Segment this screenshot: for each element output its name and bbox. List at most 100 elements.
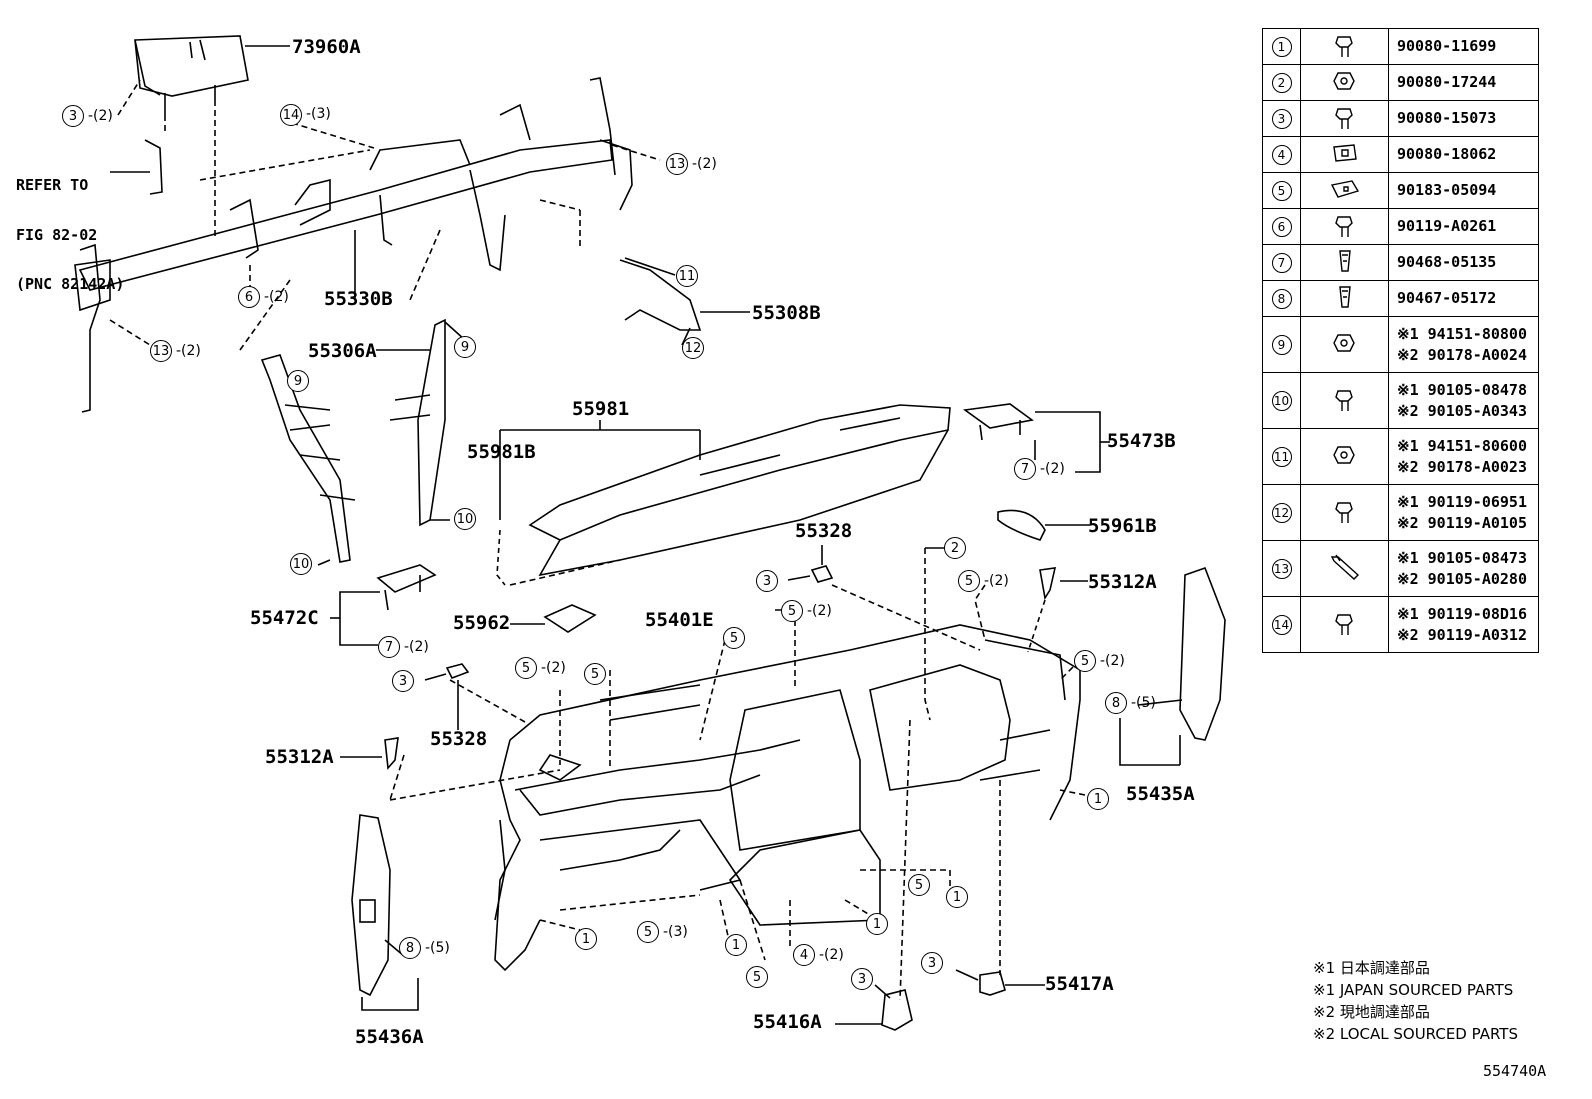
part-label-55473B: 55473B	[1107, 430, 1176, 452]
part-label-55962: 55962	[453, 612, 511, 634]
table-cell-index: 14	[1262, 596, 1301, 653]
bolt-icon	[1334, 501, 1353, 523]
bolt-icon	[1300, 100, 1389, 137]
callout-1: 1	[866, 913, 888, 935]
table-cell-part-number: 90080-17244	[1388, 64, 1539, 101]
index-circle: 2	[1271, 73, 1292, 93]
index-circle: 12	[1271, 503, 1292, 523]
qty-label: -(2)	[88, 108, 113, 124]
table-row: 3 90080-15073	[1262, 100, 1539, 137]
table-cell-index: 7	[1262, 244, 1301, 281]
part-label-55306A: 55306A	[308, 340, 377, 362]
callout-1: 1	[1087, 788, 1109, 810]
table-cell-part-number: 90080-11699	[1388, 28, 1539, 65]
part-label-55961B: 55961B	[1088, 515, 1157, 537]
callout-3: 3	[921, 952, 943, 974]
nut-icon	[1332, 71, 1355, 90]
bolt-icon	[1334, 215, 1353, 237]
part-number: 90080-17244	[1397, 73, 1497, 92]
table-cell-index: 13	[1262, 540, 1301, 597]
bolt-icon	[1334, 613, 1353, 635]
table-cell-part-number: 90183-05094	[1388, 172, 1539, 209]
bolt-icon	[1300, 596, 1389, 653]
bolt-icon	[1334, 389, 1353, 411]
part-number: ※1 94151-80600	[1397, 437, 1527, 456]
callout-10: 10	[454, 508, 476, 530]
index-circle: 3	[1271, 109, 1292, 129]
table-cell-part-number: ※1 94151-80800※2 90178-A0024	[1388, 316, 1539, 373]
refer-note: REFER TO FIG 82-02 (PNC 82142A)	[16, 144, 124, 309]
part-label-73960A: 73960A	[292, 36, 361, 58]
part-number: 90119-A0261	[1397, 217, 1497, 236]
callout-10: 10	[290, 553, 312, 575]
long-bolt-icon	[1300, 540, 1389, 597]
callout-12: 12	[682, 337, 704, 359]
part-number: ※1 90119-06951	[1397, 493, 1527, 512]
table-cell-index: 5	[1262, 172, 1301, 209]
figure-id: 554740A	[1483, 1062, 1547, 1080]
callout-3: 3	[62, 105, 84, 127]
callout-5: 5	[637, 921, 659, 943]
callout-9: 9	[454, 336, 476, 358]
qty-label: -(2)	[541, 660, 566, 676]
clip-icon	[1338, 285, 1351, 308]
part-number: ※2 90119-A0312	[1397, 625, 1527, 644]
sourcing-notes: ※1 日本調達部品 ※1 JAPAN SOURCED PARTS ※2 現地調達…	[1313, 957, 1518, 1045]
nut-icon	[1300, 64, 1389, 101]
instrument-panel-drawing	[494, 624, 1081, 972]
index-circle: 6	[1271, 217, 1292, 237]
part-number: 90080-18062	[1397, 145, 1497, 164]
part-label-55312A-left: 55312A	[265, 746, 334, 768]
callout-7: 7	[378, 636, 400, 658]
qty-label: -(2)	[819, 947, 844, 963]
index-circle: 9	[1271, 335, 1292, 355]
bolt-icon	[1334, 107, 1353, 129]
index-circle: 13	[1271, 559, 1292, 579]
part-number: 90080-15073	[1397, 109, 1497, 128]
callout-5: 5	[723, 627, 745, 649]
part-number: ※2 90119-A0105	[1397, 513, 1527, 532]
callout-7: 7	[1014, 458, 1036, 480]
table-cell-index: 3	[1262, 100, 1301, 137]
callout-3: 3	[392, 670, 414, 692]
index-circle: 5	[1271, 181, 1292, 201]
part-number: 90468-05135	[1397, 253, 1497, 272]
callout-13: 13	[150, 340, 172, 362]
callout-8: 8	[1105, 692, 1127, 714]
part-label-55328-top: 55328	[795, 520, 853, 542]
callout-5: 5	[746, 966, 768, 988]
bolt-icon	[1300, 208, 1389, 245]
qty-label: -(2)	[807, 603, 832, 619]
table-row: 9 ※1 94151-80800※2 90178-A0024	[1262, 316, 1539, 373]
upper-pad-drawing	[528, 404, 951, 577]
refer-line-2: FIG 82-02	[16, 225, 98, 244]
table-cell-index: 2	[1262, 64, 1301, 101]
table-cell-part-number: ※1 90119-08D16※2 90119-A0312	[1388, 596, 1539, 653]
callout-5: 5	[1074, 650, 1096, 672]
note-1: ※1 日本調達部品	[1313, 959, 1430, 977]
part-number: ※1 90105-08473	[1397, 549, 1527, 568]
airbag-module-drawing	[134, 35, 249, 115]
qty-label: -(2)	[264, 289, 289, 305]
nut-icon	[1300, 428, 1389, 485]
part-number: ※1 90105-08478	[1397, 381, 1527, 400]
note-2: ※1 JAPAN SOURCED PARTS	[1313, 981, 1514, 999]
long-bolt-icon	[1330, 554, 1359, 580]
callout-5: 5	[584, 663, 606, 685]
table-row: 5 90183-05094	[1262, 172, 1539, 209]
callout-3: 3	[851, 968, 873, 990]
qty-label: -(2)	[404, 639, 429, 655]
part-label-55308B: 55308B	[752, 302, 821, 324]
part-label-55417A: 55417A	[1045, 973, 1114, 995]
part-label-55981B: 55981B	[467, 441, 536, 463]
table-cell-part-number: ※1 90105-08473※2 90105-A0280	[1388, 540, 1539, 597]
part-label-55981: 55981	[572, 398, 630, 420]
table-cell-index: 8	[1262, 280, 1301, 317]
callout-1: 1	[946, 886, 968, 908]
part-label-55436A: 55436A	[355, 1026, 424, 1048]
callout-8: 8	[399, 937, 421, 959]
part-number: ※2 90178-A0024	[1397, 345, 1527, 364]
clip-icon	[1338, 249, 1351, 272]
